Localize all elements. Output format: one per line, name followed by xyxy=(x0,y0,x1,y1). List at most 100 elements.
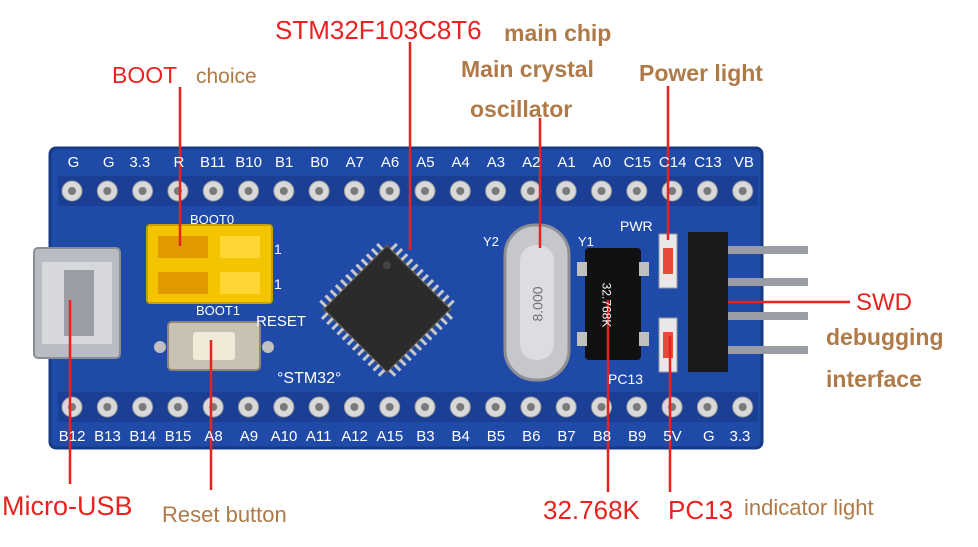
chip-leg xyxy=(405,258,414,267)
power-light-label: Power light xyxy=(639,60,763,86)
chip-leg xyxy=(341,332,350,341)
pin-hole-center xyxy=(315,403,324,411)
pin-label: B13 xyxy=(94,428,121,445)
chip-leg xyxy=(365,253,374,261)
chip-leg xyxy=(409,348,417,357)
pin-hole-center xyxy=(173,403,182,411)
bottom-header xyxy=(58,392,758,422)
chip-leg xyxy=(398,358,407,367)
boot-jumper-block xyxy=(146,224,273,304)
pin-label: A6 xyxy=(380,154,400,171)
swd-desc-2: interface xyxy=(826,366,922,392)
pin-label: A7 xyxy=(345,154,364,171)
pin-label: B7 xyxy=(557,428,576,445)
pin-label: B5 xyxy=(486,428,506,445)
pin-hole-center xyxy=(315,187,324,195)
pin-label: B11 xyxy=(200,154,226,171)
silk-pwr: PWR xyxy=(620,218,653,234)
pin-hole-center xyxy=(244,403,253,411)
reset-button-label: Reset button xyxy=(162,502,287,527)
pin-label: G xyxy=(102,154,115,171)
pin-hole-center xyxy=(279,403,288,411)
pin-hole-center xyxy=(421,403,429,411)
chip-leg xyxy=(440,317,448,326)
rtc-crystal-marking: 32.768K xyxy=(599,282,614,328)
pin-label: B1 xyxy=(275,154,294,171)
pin-label: B12 xyxy=(58,428,86,445)
pin-label: A2 xyxy=(522,154,541,171)
chip-leg xyxy=(404,353,412,362)
chip-leg xyxy=(390,242,398,251)
pin-label: A5 xyxy=(416,154,435,171)
silk-jumper-1a: 1 xyxy=(274,241,282,257)
pin-hole-center xyxy=(138,403,147,411)
pin-label: A15 xyxy=(376,428,404,445)
silk-boot0: BOOT0 xyxy=(190,212,235,227)
chip-leg xyxy=(426,279,435,287)
pin-label: C14 xyxy=(658,154,687,171)
silk-pc13: PC13 xyxy=(608,371,644,387)
pin-hole-center xyxy=(597,403,606,411)
chip-leg xyxy=(377,368,386,377)
pin-hole-center xyxy=(350,187,359,195)
chip-leg xyxy=(445,312,454,320)
pin-hole-center xyxy=(244,187,253,195)
chip-leg xyxy=(367,358,376,367)
pin-hole-center xyxy=(597,187,606,195)
pin-label: C15 xyxy=(623,154,652,171)
pin-label: B15 xyxy=(164,428,192,445)
pin-label: B14 xyxy=(129,428,157,445)
pin-hole-center xyxy=(279,187,288,195)
silk-brand: °STM32° xyxy=(277,370,342,387)
main-crystal xyxy=(503,223,571,382)
pin-hole-center xyxy=(385,187,394,195)
chip-leg xyxy=(429,327,438,336)
pin-label: B10 xyxy=(235,154,262,171)
pin-label: G xyxy=(67,154,80,171)
power-led xyxy=(658,233,678,289)
chip-leg xyxy=(393,363,402,372)
rtc-crystal xyxy=(577,248,649,360)
pc13-label: PC13 xyxy=(668,495,734,525)
pin-label: C13 xyxy=(694,154,722,171)
pin-hole-center xyxy=(456,187,465,195)
chip-desc-label: main chip xyxy=(504,20,612,46)
top-header-holes xyxy=(61,180,754,202)
chip-leg xyxy=(324,294,333,303)
pin-hole-center xyxy=(738,187,747,195)
crystal-marking: 8.000 xyxy=(529,286,546,322)
pin-label: VB xyxy=(733,154,754,171)
pin-label: B0 xyxy=(310,154,329,171)
boot-choice-label: choice xyxy=(196,65,257,88)
pin-hole-center xyxy=(350,403,359,411)
chip-leg xyxy=(415,268,424,277)
swd-header xyxy=(688,232,808,372)
chip-leg xyxy=(345,273,353,282)
pin-hole-center xyxy=(668,187,677,195)
chip-leg xyxy=(360,258,369,267)
pin-hole-center xyxy=(562,403,571,411)
pin-hole-center xyxy=(703,187,712,195)
crystal-label-1: Main crystal xyxy=(461,56,594,82)
pin-hole-center xyxy=(456,403,465,411)
chip-leg xyxy=(414,343,423,351)
crystal-label-2: oscillator xyxy=(470,96,573,122)
chip-leg xyxy=(388,368,397,377)
chip-leg xyxy=(346,337,355,346)
reset-button-part xyxy=(154,321,274,371)
chip-leg xyxy=(431,284,440,292)
pin-hole-center xyxy=(491,403,500,411)
chip-leg xyxy=(435,322,443,331)
chip-leg xyxy=(372,363,381,372)
pin-label: A10 xyxy=(270,428,298,445)
pin-hole-center xyxy=(738,403,747,411)
chip-leg xyxy=(320,312,329,320)
pin-label: A4 xyxy=(451,154,470,171)
chip-leg xyxy=(400,253,409,261)
silk-boot1: BOOT1 xyxy=(196,303,241,318)
chip-leg xyxy=(424,332,433,341)
pin-hole-center xyxy=(526,187,535,195)
chip-leg xyxy=(334,284,343,292)
pin-hole-center xyxy=(385,403,394,411)
